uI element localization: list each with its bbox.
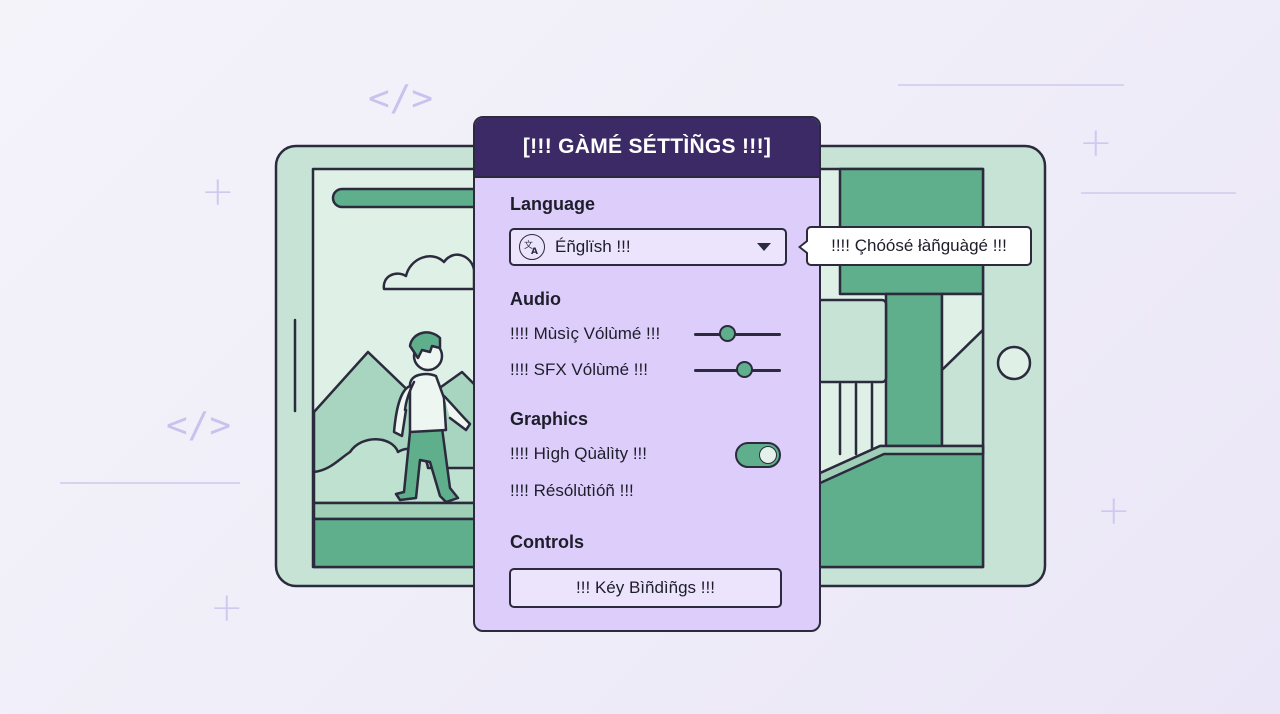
slider-knob[interactable] bbox=[719, 325, 737, 342]
code-tag-icon: </> bbox=[166, 405, 232, 446]
decor-line bbox=[898, 84, 1124, 86]
language-tooltip: !!!! Çhóósé łàñguàgé !!! bbox=[798, 226, 1032, 266]
plus-icon: + bbox=[201, 169, 235, 215]
svg-text:文: 文 bbox=[524, 239, 533, 251]
code-tag-icon: </> bbox=[368, 78, 434, 119]
sfx-volume-slider[interactable] bbox=[694, 360, 781, 380]
chevron-down-icon bbox=[757, 243, 771, 251]
plus-icon: + bbox=[1097, 488, 1131, 534]
sfx-volume-label: !!!! SFX Vólùmé !!! bbox=[510, 360, 648, 379]
decor-line bbox=[60, 482, 240, 484]
music-volume-label: !!!! Mùsìç Vólùmé !!! bbox=[510, 324, 661, 343]
slider-track bbox=[694, 333, 781, 336]
character-illustration bbox=[392, 331, 472, 504]
svg-text:A: A bbox=[531, 247, 538, 256]
music-volume-slider[interactable] bbox=[694, 324, 781, 344]
audio-heading: Audio bbox=[510, 289, 561, 309]
language-heading: Language bbox=[510, 194, 596, 214]
toggle-knob bbox=[759, 446, 777, 464]
panel-title: [!!! GÀMÉ SÉTTÌÑGS !!!] bbox=[475, 118, 819, 178]
high-quality-label: !!!! Hìgh Qùàlìty !!! bbox=[510, 444, 647, 463]
high-quality-toggle[interactable] bbox=[735, 442, 781, 468]
controls-heading: Controls bbox=[510, 532, 584, 552]
translate-icon: 文 A bbox=[519, 234, 545, 260]
settings-panel: [!!! GÀMÉ SÉTTÌÑGS !!!] Language 文 A Éñg… bbox=[473, 116, 821, 632]
plus-icon: + bbox=[210, 585, 244, 631]
home-button-icon bbox=[996, 345, 1032, 381]
resolution-label[interactable]: !!!! Résólùtìóñ !!! bbox=[510, 481, 634, 500]
key-bindings-button[interactable]: !!! Kéy Bìñdìñgs !!! bbox=[509, 568, 782, 608]
language-selected-value: Éñglïsh !!! bbox=[555, 237, 631, 256]
language-select[interactable]: 文 A Éñglïsh !!! bbox=[509, 228, 787, 266]
graphics-heading: Graphics bbox=[510, 409, 589, 429]
decor-line bbox=[1081, 192, 1236, 194]
slider-knob[interactable] bbox=[736, 361, 754, 378]
plus-icon: + bbox=[1079, 120, 1113, 166]
